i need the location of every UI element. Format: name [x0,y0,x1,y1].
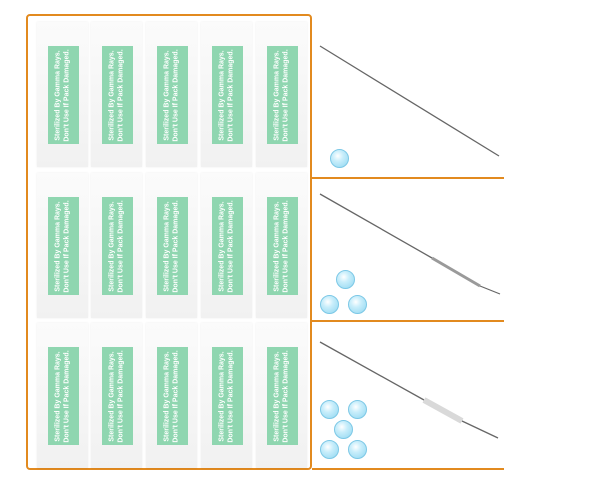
pack-label-line2: Don't Use If Pack Damaged. [172,199,180,293]
pack-label: Sterilized By Gamma Rays.Don't Use If Pa… [267,46,298,144]
pack-label-text: Sterilized By Gamma Rays.Don't Use If Pa… [164,200,181,292]
ball-icon [348,295,367,314]
sterile-pack: Sterilized By Gamma Rays.Don't Use If Pa… [37,323,88,468]
sterile-pack: Sterilized By Gamma Rays.Don't Use If Pa… [256,323,307,468]
pack-label: Sterilized By Gamma Rays.Don't Use If Pa… [157,347,188,445]
pack-label-text: Sterilized By Gamma Rays.Don't Use If Pa… [109,350,126,442]
pack-label-line1: Sterilized By Gamma Rays. [164,49,171,141]
pack-label-line1: Sterilized By Gamma Rays. [274,350,281,442]
pack-label-line1: Sterilized By Gamma Rays. [55,49,62,141]
pack-label-line2: Don't Use If Pack Damaged. [172,48,180,142]
pack-label-line2: Don't Use If Pack Damaged. [227,199,235,293]
pack-label-text: Sterilized By Gamma Rays.Don't Use If Pa… [274,350,291,442]
packs-frame [26,14,312,470]
pack-label: Sterilized By Gamma Rays.Don't Use If Pa… [48,347,79,445]
sterile-pack: Sterilized By Gamma Rays.Don't Use If Pa… [256,173,307,318]
needle-with-sleeve-icon [319,341,499,439]
pack-label-text: Sterilized By Gamma Rays.Don't Use If Pa… [109,49,126,141]
needle-with-grip-icon [319,193,501,295]
pack-label-line2: Don't Use If Pack Damaged. [117,199,125,293]
ball-icon [330,149,349,168]
pack-label-line1: Sterilized By Gamma Rays. [55,200,62,292]
pack-label: Sterilized By Gamma Rays.Don't Use If Pa… [102,46,133,144]
pack-label-line1: Sterilized By Gamma Rays. [274,200,281,292]
sterile-pack: Sterilized By Gamma Rays.Don't Use If Pa… [91,323,142,468]
pack-label-line2: Don't Use If Pack Damaged. [63,48,71,142]
pack-label-text: Sterilized By Gamma Rays.Don't Use If Pa… [55,350,72,442]
pack-label-line1: Sterilized By Gamma Rays. [164,200,171,292]
pack-label-line1: Sterilized By Gamma Rays. [109,350,116,442]
pack-label: Sterilized By Gamma Rays.Don't Use If Pa… [212,347,243,445]
pack-label-line2: Don't Use If Pack Damaged. [117,349,125,443]
pack-label-text: Sterilized By Gamma Rays.Don't Use If Pa… [219,200,236,292]
pack-label: Sterilized By Gamma Rays.Don't Use If Pa… [102,197,133,295]
ball-icon [320,400,339,419]
sterile-pack: Sterilized By Gamma Rays.Don't Use If Pa… [146,173,197,318]
sterile-pack: Sterilized By Gamma Rays.Don't Use If Pa… [201,323,252,468]
pack-label: Sterilized By Gamma Rays.Don't Use If Pa… [102,347,133,445]
sterile-pack: Sterilized By Gamma Rays.Don't Use If Pa… [146,22,197,167]
pack-label-line2: Don't Use If Pack Damaged. [282,48,290,142]
pack-label-line2: Don't Use If Pack Damaged. [172,349,180,443]
pack-label-text: Sterilized By Gamma Rays.Don't Use If Pa… [219,49,236,141]
pack-label-line2: Don't Use If Pack Damaged. [227,48,235,142]
pack-label-line1: Sterilized By Gamma Rays. [164,350,171,442]
ball-icon [336,270,355,289]
pack-label-text: Sterilized By Gamma Rays.Don't Use If Pa… [219,350,236,442]
row-divider [312,177,504,179]
pack-label-line1: Sterilized By Gamma Rays. [274,49,281,141]
pack-label-line1: Sterilized By Gamma Rays. [109,200,116,292]
sterile-pack: Sterilized By Gamma Rays.Don't Use If Pa… [256,22,307,167]
pack-label-line1: Sterilized By Gamma Rays. [109,49,116,141]
pack-label: Sterilized By Gamma Rays.Don't Use If Pa… [48,197,79,295]
ball-icon [348,400,367,419]
pack-label-line1: Sterilized By Gamma Rays. [219,350,226,442]
pack-label-line1: Sterilized By Gamma Rays. [219,49,226,141]
pack-label: Sterilized By Gamma Rays.Don't Use If Pa… [157,46,188,144]
pack-label-line1: Sterilized By Gamma Rays. [55,350,62,442]
sterile-pack: Sterilized By Gamma Rays.Don't Use If Pa… [37,173,88,318]
pack-label-text: Sterilized By Gamma Rays.Don't Use If Pa… [164,49,181,141]
pack-label-text: Sterilized By Gamma Rays.Don't Use If Pa… [164,350,181,442]
plain-needle-icon [319,45,500,157]
sterile-pack: Sterilized By Gamma Rays.Don't Use If Pa… [91,22,142,167]
pack-label-text: Sterilized By Gamma Rays.Don't Use If Pa… [274,200,291,292]
pack-label-line2: Don't Use If Pack Damaged. [282,199,290,293]
pack-label: Sterilized By Gamma Rays.Don't Use If Pa… [48,46,79,144]
ball-icon [334,420,353,439]
pack-label-text: Sterilized By Gamma Rays.Don't Use If Pa… [274,49,291,141]
pack-label-line2: Don't Use If Pack Damaged. [63,349,71,443]
pack-label: Sterilized By Gamma Rays.Don't Use If Pa… [267,197,298,295]
pack-label-line2: Don't Use If Pack Damaged. [282,349,290,443]
pack-label: Sterilized By Gamma Rays.Don't Use If Pa… [267,347,298,445]
needles [319,45,501,439]
pack-label-line2: Don't Use If Pack Damaged. [117,48,125,142]
row-divider [312,468,504,470]
sterile-pack: Sterilized By Gamma Rays.Don't Use If Pa… [201,22,252,167]
sterile-pack: Sterilized By Gamma Rays.Don't Use If Pa… [146,323,197,468]
sterile-pack: Sterilized By Gamma Rays.Don't Use If Pa… [91,173,142,318]
pack-label: Sterilized By Gamma Rays.Don't Use If Pa… [212,197,243,295]
ball-icon [320,440,339,459]
ball-icon [320,295,339,314]
pack-label-text: Sterilized By Gamma Rays.Don't Use If Pa… [55,49,72,141]
pack-label-text: Sterilized By Gamma Rays.Don't Use If Pa… [55,200,72,292]
ball-icon [348,440,367,459]
pack-label: Sterilized By Gamma Rays.Don't Use If Pa… [212,46,243,144]
pack-label-text: Sterilized By Gamma Rays.Don't Use If Pa… [109,200,126,292]
pack-label-line2: Don't Use If Pack Damaged. [63,199,71,293]
pack-label: Sterilized By Gamma Rays.Don't Use If Pa… [157,197,188,295]
pack-label-line2: Don't Use If Pack Damaged. [227,349,235,443]
sterile-pack: Sterilized By Gamma Rays.Don't Use If Pa… [37,22,88,167]
row-divider [312,320,504,322]
pack-label-line1: Sterilized By Gamma Rays. [219,200,226,292]
sterile-pack: Sterilized By Gamma Rays.Don't Use If Pa… [201,173,252,318]
